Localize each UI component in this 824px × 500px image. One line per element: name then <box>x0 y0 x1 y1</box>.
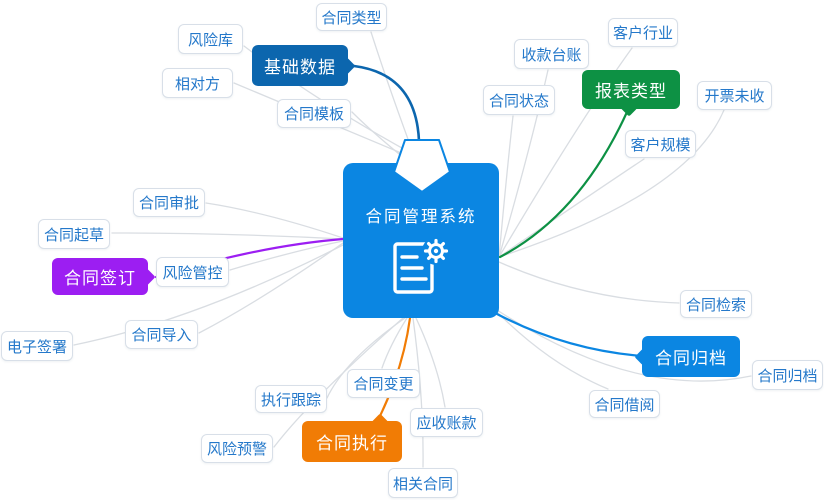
node-label: 电子签署 <box>6 338 67 356</box>
node-label: 收款台账 <box>521 46 582 64</box>
edge-to-receivable <box>415 317 446 408</box>
node-label: 执行跟踪 <box>260 391 321 409</box>
document-gear-icon <box>388 235 454 302</box>
mindmap-node-contract-execute[interactable]: 合同执行 <box>302 413 402 462</box>
node-label: 风险管控 <box>162 264 223 282</box>
edge-to-contract-approval <box>205 202 344 239</box>
node-label: 合同导入 <box>131 327 192 344</box>
mindmap-node-contract-archive-leaf[interactable]: 合同归档 <box>752 360 823 390</box>
node-label: 合同执行 <box>316 434 388 453</box>
mindmap-node-contract-type[interactable]: 合同类型 <box>316 3 387 31</box>
edge-to-contract-import <box>198 242 344 334</box>
edge-to-contract-type <box>370 31 413 151</box>
mindmap-node-report-type[interactable]: 报表类型 <box>582 70 680 117</box>
mindmap-node-receipt-ledger[interactable]: 收款台账 <box>514 39 589 69</box>
node-label: 基础数据 <box>264 58 336 77</box>
mindmap-node-execution-tracking[interactable]: 执行跟踪 <box>255 385 327 413</box>
mindmap-node-invoice-unpaid[interactable]: 开票未收 <box>697 81 772 110</box>
node-label: 合同归档 <box>757 367 818 385</box>
edge-to-base-data <box>352 64 421 143</box>
edge-to-customer-industry <box>498 47 633 258</box>
edge-to-contract-change <box>381 317 408 369</box>
node-label: 合同借阅 <box>594 396 655 414</box>
node-label: 风险库 <box>187 31 233 49</box>
mindmap-node-contract-draft[interactable]: 合同起草 <box>38 219 110 249</box>
mindmap-node-customer-scale[interactable]: 客户规模 <box>625 130 696 158</box>
mindmap-node-risk-control[interactable]: 风险管控 <box>156 257 229 287</box>
node-label: 合同归档 <box>655 349 727 368</box>
edge-to-contract-status <box>498 115 514 258</box>
node-label: 合同签订 <box>64 269 136 288</box>
mindmap-node-contract-template[interactable]: 合同模板 <box>277 99 351 128</box>
mindmap-node-contract-status[interactable]: 合同状态 <box>483 85 555 115</box>
edge-to-e-signature <box>73 244 344 346</box>
node-label: 相关合同 <box>392 475 453 493</box>
mindmap-node-customer-industry[interactable]: 客户行业 <box>608 18 678 47</box>
mindmap-node-contract-borrow[interactable]: 合同借阅 <box>589 390 660 418</box>
mindmap-node-risk-warning[interactable]: 风险预警 <box>201 434 273 463</box>
node-label: 开票未收 <box>704 88 765 105</box>
mindmap-node-contract-sign[interactable]: 合同签订 <box>52 258 156 295</box>
mindmap-node-contract-change[interactable]: 合同变更 <box>347 369 420 398</box>
node-label: 合同审批 <box>138 195 199 212</box>
mindmap-node-related-contract[interactable]: 相关合同 <box>388 468 458 498</box>
node-label: 应收账款 <box>416 415 477 432</box>
edge-to-invoice-unpaid <box>498 109 725 258</box>
edge-to-customer-scale <box>498 158 645 258</box>
node-label: 合同模板 <box>283 106 344 123</box>
node-label: 客户规模 <box>630 136 691 154</box>
node-label: 合同检索 <box>685 296 746 314</box>
edge-to-report-type <box>498 110 629 259</box>
node-label: 客户行业 <box>612 25 673 42</box>
node-label: 合同起草 <box>43 226 104 244</box>
mindmap-node-e-signature[interactable]: 电子签署 <box>1 331 73 361</box>
edge-to-contract-draft <box>111 232 344 240</box>
edge-to-contract-borrow <box>496 311 609 390</box>
mindmap-node-receivable[interactable]: 应收账款 <box>410 408 483 437</box>
mindmap-node-contract-search[interactable]: 合同检索 <box>680 290 752 318</box>
central-node-contract-management-system[interactable]: 合同管理系统 <box>343 163 499 318</box>
node-label: 合同类型 <box>321 9 382 27</box>
node-label: 合同变更 <box>353 376 414 393</box>
mindmap-node-risk-library[interactable]: 风险库 <box>178 24 243 54</box>
mindmap-node-contract-approval[interactable]: 合同审批 <box>133 188 205 217</box>
node-label: 风险预警 <box>206 441 267 458</box>
central-node-title: 合同管理系统 <box>365 208 477 226</box>
node-label: 合同状态 <box>488 92 549 110</box>
edge-to-contract-archive <box>495 312 644 358</box>
edge-to-contract-search <box>498 261 680 304</box>
mindmap-node-contract-archive[interactable]: 合同归档 <box>634 336 740 377</box>
edge-to-related-contract <box>412 317 424 468</box>
edge-to-risk-control <box>229 240 344 271</box>
mindmap-node-base-data[interactable]: 基础数据 <box>252 45 356 86</box>
node-label: 相对方 <box>174 75 220 93</box>
mindmap-node-contract-import[interactable]: 合同导入 <box>125 320 198 349</box>
node-label: 报表类型 <box>595 82 667 101</box>
mindmap-node-counterparty[interactable]: 相对方 <box>162 68 233 98</box>
